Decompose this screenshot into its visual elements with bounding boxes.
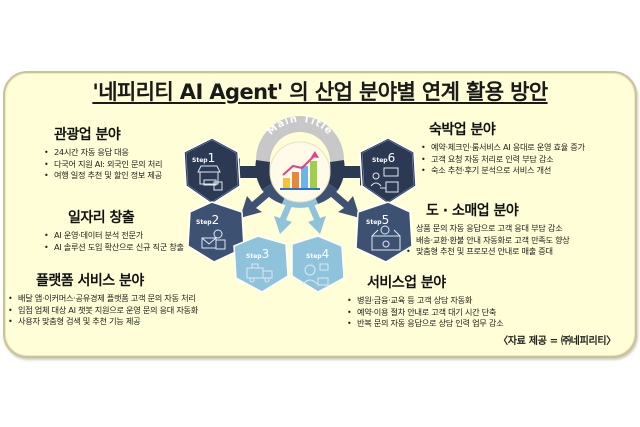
list-item: 예약·이용 절차 안내로 고객 대기 시간 단축 <box>347 307 503 319</box>
section-platform: 플랫폼 서비스 분야 배달 앱·이커머스·공유경제 플랫폼 고객 문의 자동 처… <box>8 270 198 328</box>
section-jobs: 일자리 창출 AI 운영·데이터 분석 전문가 AI 솔루션 도입 확산으로 신… <box>44 207 184 253</box>
section-service: 서비스업 분야 병원·금융·교육 등 고객 상담 자동화 예약·이용 절차 안내… <box>347 272 504 330</box>
section-retail: 도 · 소매업 분야 상품 문의 자동 응답으로 고객 응대 부담 감소 배송·… <box>406 200 570 258</box>
section-heading: 일자리 창출 <box>68 210 135 226</box>
section-heading: 숙박업 분야 <box>429 122 496 138</box>
list-item: AI 운영·데이터 분석 전문가 <box>44 230 184 242</box>
list-item: 고객 요청 자동 처리로 인력 부담 감소 <box>421 154 585 166</box>
section-tourism: 관광업 분야 24시간 자동 응답 대응 다국어 지원 AI: 외국인 문의 처… <box>44 124 162 182</box>
list-item: 숙소 추천·후기 분석으로 서비스 개선 <box>421 165 585 177</box>
page-title: '네피리티 AI Agent' 의 산업 분야별 연계 활용 방안 <box>92 80 548 104</box>
list-item: 입점 업체 대상 AI 챗봇 지원으로 운영 문의 응대 자동화 <box>8 305 198 317</box>
list-item: AI 솔루션 도입 확산으로 신규 직군 창출 <box>44 242 184 254</box>
section-heading: 서비스업 분야 <box>367 275 446 291</box>
list-item: 반복 문의 자동 응답으로 상담 인력 업무 감소 <box>347 318 504 330</box>
section-heading: 관광업 분야 <box>54 127 121 143</box>
section-heading: 도 · 소매업 분야 <box>426 203 519 219</box>
list-item: 예약·체크인·룸서비스 AI 응대로 운영 효율 증가 <box>421 142 585 154</box>
list-item: 배달 앱·이커머스·공유경제 플랫폼 고객 문의 자동 처리 <box>8 293 198 305</box>
list-item: 상품 문의 자동 응답으로 고객 응대 부담 감소 <box>406 223 570 235</box>
section-heading: 플랫폼 서비스 분야 <box>36 273 144 289</box>
list-item: 24시간 자동 응답 대응 <box>44 147 162 159</box>
section-lodging: 숙박업 분야 예약·체크인·룸서비스 AI 응대로 운영 효율 증가 고객 요청… <box>421 119 585 177</box>
list-item: 병원·금융·교육 등 고객 상담 자동화 <box>347 295 503 307</box>
list-item: 여행 일정 추천 및 할인 정보 제공 <box>44 170 162 182</box>
source-credit: 〈자료 제공 = ㈜네피리티〉 <box>498 336 616 347</box>
list-item: 사용자 맞춤형 검색 및 추천 기능 제공 <box>8 316 198 328</box>
list-item: 배송·교환·환불 안내 자동화로 고객 만족도 향상 <box>406 235 570 247</box>
list-item: 다국어 지원 AI: 외국인 문의 처리 <box>44 159 162 171</box>
list-item: 맞춤형 추천 및 프로모션 안내로 매출 증대 <box>406 246 570 258</box>
